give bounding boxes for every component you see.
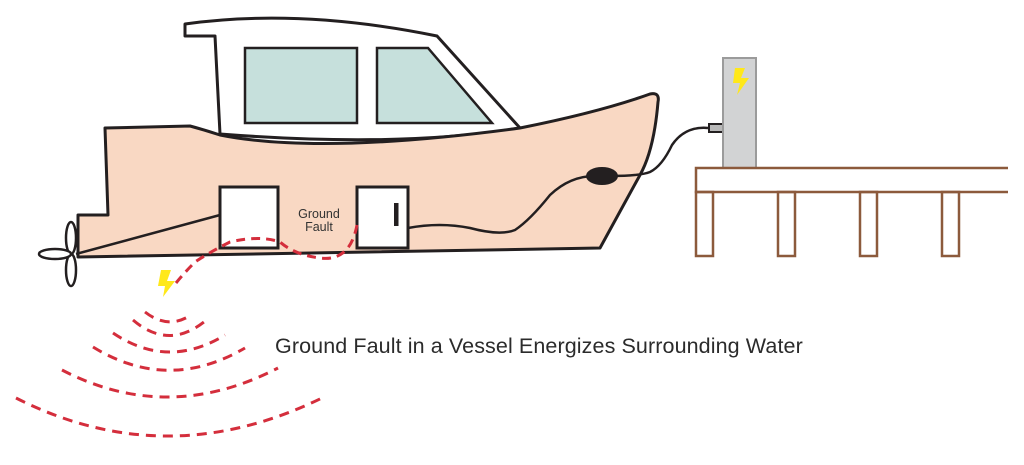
cord-plug-icon — [708, 123, 724, 133]
cabin-window-front — [375, 46, 495, 125]
fault-current-path — [174, 224, 359, 284]
cabin — [183, 16, 522, 142]
propeller-icon — [37, 220, 78, 288]
cabin-window-rear — [243, 46, 359, 125]
diagram-caption: Ground Fault in a Vessel Energizes Surro… — [275, 334, 803, 358]
ground-fault-label-line1: Ground — [298, 207, 340, 221]
propeller-shaft — [75, 213, 221, 256]
energized-water-ripples — [15, 310, 327, 438]
equipment-box-right — [355, 185, 410, 250]
panel-switch-icon — [394, 203, 399, 226]
pedestal-lightning-icon — [733, 68, 749, 95]
ground-fault-label-line2: Fault — [305, 220, 333, 234]
shore-power-cord — [407, 126, 709, 234]
water-lightning-icon — [158, 270, 175, 297]
ground-fault-label: Ground Fault — [286, 208, 352, 234]
cord-connector-icon — [586, 167, 618, 185]
dock — [694, 166, 1008, 258]
